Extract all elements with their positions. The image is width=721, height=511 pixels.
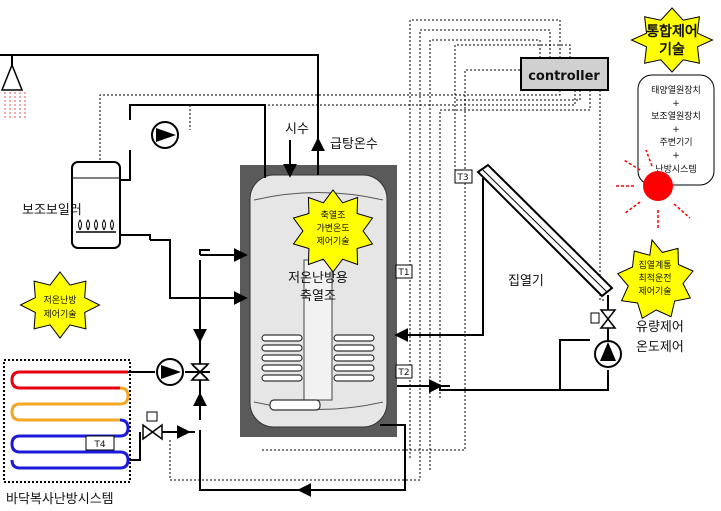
sub-device-box: 태양열원장치 + 보조열원장치 + 주변기기 + 난방시스템 xyxy=(637,74,715,186)
integrated-control-star: 통합제어 기술 xyxy=(630,7,714,73)
sub-device-1: 태양열원장치 xyxy=(651,84,701,96)
flow-arrows xyxy=(170,248,248,439)
sub-device-plus-1: + xyxy=(672,99,680,109)
sun-icon xyxy=(614,149,691,228)
integrated-control-line1: 통합제어 xyxy=(646,23,698,40)
sensor-t1-label: T1 xyxy=(397,268,409,278)
pump-solar-loop xyxy=(594,340,622,368)
low-temp-heating-star: 저온난방 제어기술 xyxy=(19,271,101,339)
pump-floor-loop xyxy=(156,358,184,386)
collector-control-line1: 집열계통 xyxy=(638,259,671,271)
storage-tank-label-line2: 축열조 xyxy=(300,289,336,304)
shower-head-icon xyxy=(0,62,26,118)
sub-device-2: 보조열원장치 xyxy=(651,110,701,122)
flow-control-label: 유량제어 xyxy=(636,320,684,335)
sub-device-plus-2: + xyxy=(672,125,680,135)
hot-water-supply-label: 급탕온수 xyxy=(330,137,378,152)
sub-device-plus-3: + xyxy=(672,151,680,161)
sub-device-3: 주변기기 xyxy=(659,137,692,148)
collector-control-line3: 제어기술 xyxy=(638,286,671,297)
sensor-t4-label: T4 xyxy=(93,440,105,450)
aux-boiler-label: 보조보일러 xyxy=(22,203,82,218)
pump-boiler-loop xyxy=(151,121,179,149)
low-temp-heating-line2: 제어기술 xyxy=(43,309,76,320)
storage-tank-label-line1: 저온난방용 xyxy=(288,271,348,286)
sensor-t2-label: T2 xyxy=(397,368,409,378)
low-temp-heating-line1: 저온난방 xyxy=(43,295,76,306)
mixing-valve xyxy=(142,411,163,441)
flow-control-valve xyxy=(590,309,617,329)
controller-label: controller xyxy=(528,69,600,84)
storage-control-line2: 가변온도 xyxy=(316,223,349,234)
collector-control-line2: 최적운전 xyxy=(638,272,671,284)
sensor-t1-box: T1 xyxy=(395,264,413,279)
controller-box xyxy=(520,57,609,91)
tank-heating-coil xyxy=(261,334,375,411)
burner-flames xyxy=(78,219,114,231)
sensor-t3-box: T3 xyxy=(454,169,473,184)
floor-heating-panel: T4 xyxy=(3,359,131,483)
sensor-t3-label: T3 xyxy=(456,173,468,183)
piping xyxy=(0,54,609,497)
three-way-valve xyxy=(190,363,210,381)
sensor-t2-box: T2 xyxy=(395,364,413,379)
storage-control-star: 축열조 가변온도 제어기술 xyxy=(292,189,374,273)
sub-device-4: 난방시스템 xyxy=(655,163,696,175)
integrated-control-line2: 기술 xyxy=(659,42,685,58)
collector-control-star: 집열계통 최적운전 제어기술 xyxy=(616,238,694,320)
temp-control-label: 온도제어 xyxy=(636,340,684,355)
control-signal-lines xyxy=(99,19,604,481)
storage-control-line3: 제어기술 xyxy=(316,236,349,247)
aux-boiler xyxy=(71,161,121,249)
storage-control-line1: 축열조 xyxy=(321,210,346,221)
solar-collector xyxy=(476,163,614,298)
floor-heating-system-label: 바닥복사난방시스템 xyxy=(6,492,114,507)
collector-label: 집열기 xyxy=(508,274,544,289)
city-water-label: 시수 xyxy=(285,122,309,137)
